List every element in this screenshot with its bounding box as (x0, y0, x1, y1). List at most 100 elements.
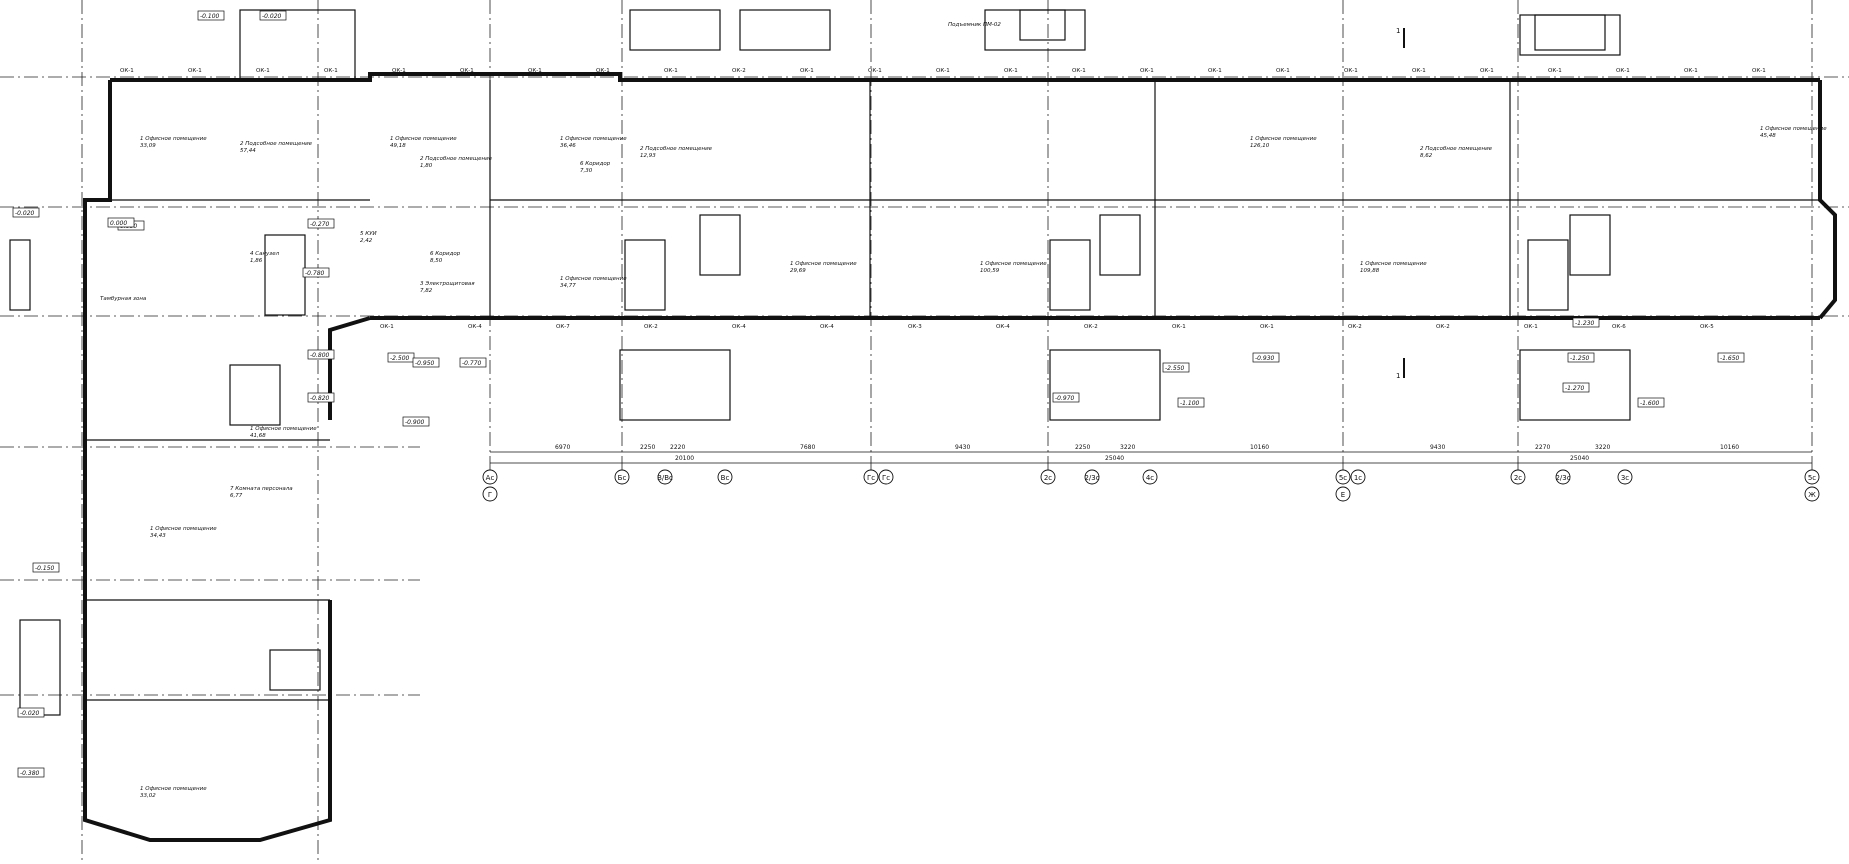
axis-label: Гс (867, 474, 875, 482)
window-label: ОК-1 (1260, 324, 1274, 330)
window-label: ОК-1 (1072, 68, 1086, 74)
axis-label: 4с (1146, 474, 1154, 482)
window-label: ОК-1 (1752, 68, 1766, 74)
axis-bubble (1335, 469, 1351, 485)
axis-label: Ж (1808, 491, 1816, 499)
level-box (1717, 352, 1745, 363)
room-area: 1,80 (420, 163, 433, 169)
level-value: -1.250 (1570, 355, 1590, 362)
level-value: -1.270 (1565, 385, 1585, 392)
window-label: ОК-2 (644, 324, 658, 330)
window-label: ОК-2 (1436, 324, 1450, 330)
level-value: -0.150 (35, 565, 55, 572)
axis-label: Е (1341, 491, 1345, 499)
window-label: ОК-1 (256, 68, 270, 74)
room-name: 7 Комната персонала (230, 486, 293, 492)
entrances (9, 9, 1631, 716)
axis-label: 1с (1354, 474, 1362, 482)
level-value: 0.000 (110, 220, 127, 227)
room-name: 2 Подсобное помещение (420, 156, 493, 162)
window-label: ОК-1 (1208, 68, 1222, 74)
window-label: ОК-1 (1344, 68, 1358, 74)
room-area: 109,88 (1360, 268, 1380, 274)
room-name: 1 Офисное помещение (1760, 126, 1827, 132)
level-value: -0.800 (310, 352, 330, 359)
dimension-value: 3220 (1120, 444, 1135, 451)
window-label: ОК-4 (468, 324, 482, 330)
axis-label: 2/3с (1084, 474, 1099, 482)
level-value: -0.770 (462, 360, 482, 367)
room-area: 7,30 (580, 168, 593, 174)
axis-bubble (1350, 469, 1366, 485)
level-value: -0.020 (20, 710, 40, 717)
level-box (307, 392, 335, 403)
window-label: ОК-1 (1548, 68, 1562, 74)
window-label: ОК-1 (380, 324, 394, 330)
window-label: ОК-1 (1172, 324, 1186, 330)
level-box (107, 217, 135, 228)
level-box (1252, 352, 1280, 363)
axis-bubble (878, 469, 894, 485)
room-area: 57,44 (240, 148, 256, 154)
level-box (402, 416, 430, 427)
level-box (32, 562, 60, 573)
window-label: ОК-1 (1276, 68, 1290, 74)
level-box (1052, 392, 1080, 403)
level-box (307, 218, 335, 229)
room-area: 1,86 (250, 258, 263, 264)
window-label: ОК-1 (868, 68, 882, 74)
window-label: ОК-1 (392, 68, 406, 74)
room-area: 49,18 (390, 143, 406, 149)
axis-bubble (1084, 469, 1100, 485)
level-box (412, 357, 440, 368)
section-mark-top: 1 (1396, 27, 1400, 35)
level-box (197, 10, 225, 21)
room-name: 2 Подсобное помещение (1420, 146, 1493, 152)
axis-bubble (482, 486, 498, 502)
dimension-value: 9430 (1430, 444, 1445, 451)
level-value: -0.970 (1055, 395, 1075, 402)
dimension-value: 10160 (1250, 444, 1269, 451)
level-value: -0.270 (310, 221, 330, 228)
window-label: ОК-2 (1348, 324, 1362, 330)
dimension-value: 3220 (1595, 444, 1610, 451)
window-label: ОК-1 (460, 68, 474, 74)
axis-bubble (717, 469, 733, 485)
level-box (459, 357, 487, 368)
level-value: -0.100 (200, 13, 220, 20)
level-box (259, 10, 287, 21)
level-value: -0.900 (405, 419, 425, 426)
room-name: 1 Офисное помещение (140, 136, 207, 142)
window-label: ОК-1 (1524, 324, 1538, 330)
room-area: 33,02 (140, 793, 156, 799)
window-label: ОК-4 (996, 324, 1010, 330)
level-value: -0.930 (1255, 355, 1275, 362)
level-box (12, 207, 40, 218)
level-box (17, 707, 45, 718)
room-area: 8,50 (430, 258, 443, 264)
window-label: ОК-7 (556, 324, 570, 330)
level-value: -1.600 (1640, 400, 1660, 407)
room-name: 1 Офисное помещение (150, 526, 217, 532)
room-area: 33,09 (140, 143, 156, 149)
room-area: 100,59 (980, 268, 1000, 274)
room-area: 45,48 (1760, 133, 1776, 139)
room-area: 12,93 (640, 153, 656, 159)
room-area: 29,69 (790, 268, 806, 274)
axis-bubble (1804, 469, 1820, 485)
dimension-value: 2250 (1075, 444, 1090, 451)
axis-bubble (1804, 486, 1820, 502)
room-name: 1 Офисное помещение (250, 426, 317, 432)
room-name: 1 Офисное помещение (1360, 261, 1427, 267)
room-name: 6 Коридор (580, 161, 611, 167)
level-value: -1.100 (1180, 400, 1200, 407)
dimension-value: 2220 (670, 444, 685, 451)
level-value: -1.230 (1575, 320, 1595, 327)
level-value: -0.780 (305, 270, 325, 277)
level-marks: -0.100-0.0200.000-0.270-0.780-0.800-0.82… (12, 10, 1745, 778)
window-label: ОК-6 (1612, 324, 1626, 330)
axis-bubble (1335, 486, 1351, 502)
